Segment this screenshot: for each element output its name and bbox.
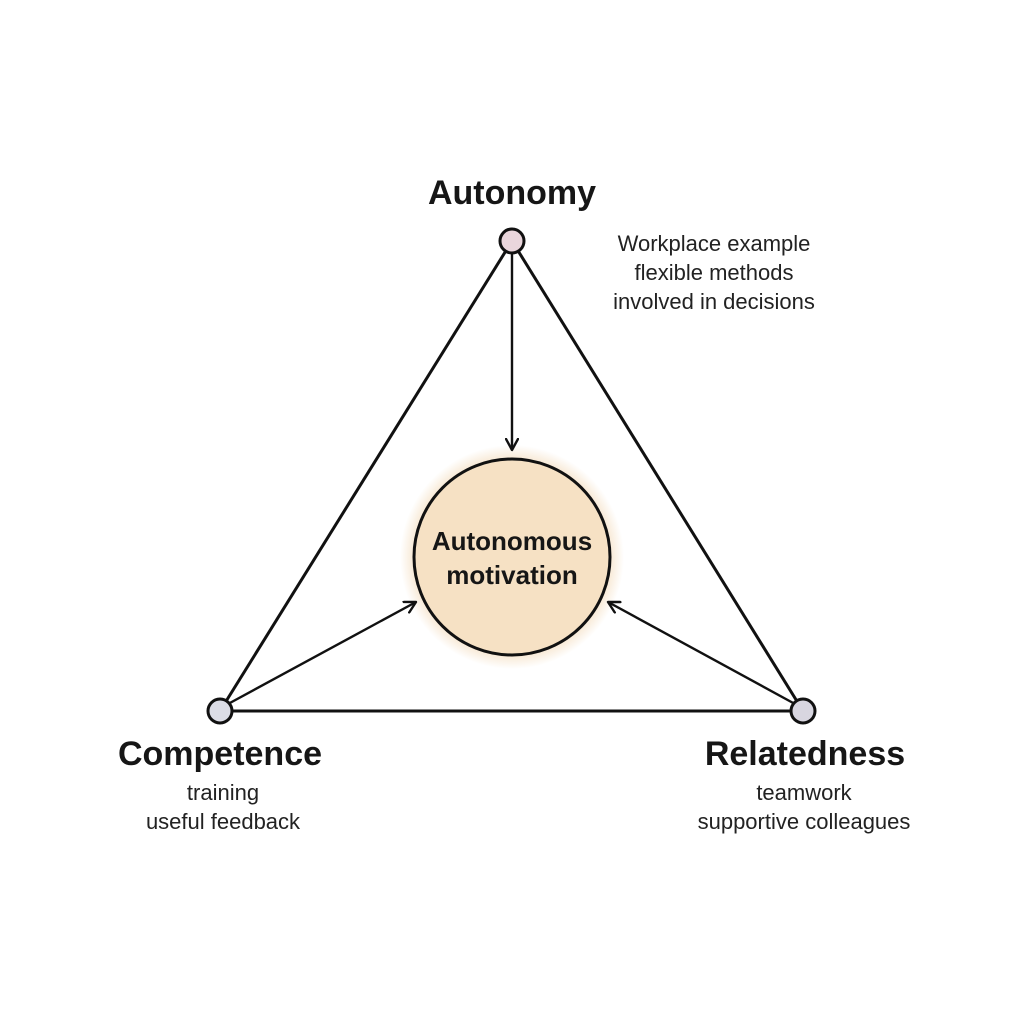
node-autonomy xyxy=(498,227,526,255)
center-label: Autonomous motivation xyxy=(412,524,612,592)
autonomy-note-3: involved in decisions xyxy=(613,289,815,314)
edge-autonomy-competence xyxy=(218,240,514,712)
node-competence xyxy=(206,697,234,725)
arrow-relatedness-to-center xyxy=(608,602,796,706)
center-circle xyxy=(412,457,612,657)
autonomy-note-1: Workplace example xyxy=(617,231,811,256)
autonomy-note-2: flexible methods xyxy=(634,260,794,285)
node-relatedness xyxy=(789,697,817,725)
edge-autonomy-relatedness xyxy=(510,240,805,712)
relatedness-notes: teamwork supportive colleagues xyxy=(674,778,934,836)
autonomy-notes: Workplace example flexible methods invol… xyxy=(584,229,844,316)
relatedness-note-1: teamwork xyxy=(756,780,852,805)
center-label-line-1: Autonomous xyxy=(431,526,593,556)
center-label-line-2: motivation xyxy=(446,560,578,590)
competence-note-1: training xyxy=(186,780,260,805)
relatedness-note-2: supportive colleagues xyxy=(697,809,911,834)
competence-title: Competence xyxy=(117,735,323,773)
competence-notes: training useful feedback xyxy=(100,778,346,836)
arrow-competence-to-center xyxy=(227,602,416,706)
relatedness-title: Relatedness xyxy=(704,735,906,773)
autonomy-title: Autonomy xyxy=(427,174,597,212)
competence-note-2: useful feedback xyxy=(145,809,301,834)
